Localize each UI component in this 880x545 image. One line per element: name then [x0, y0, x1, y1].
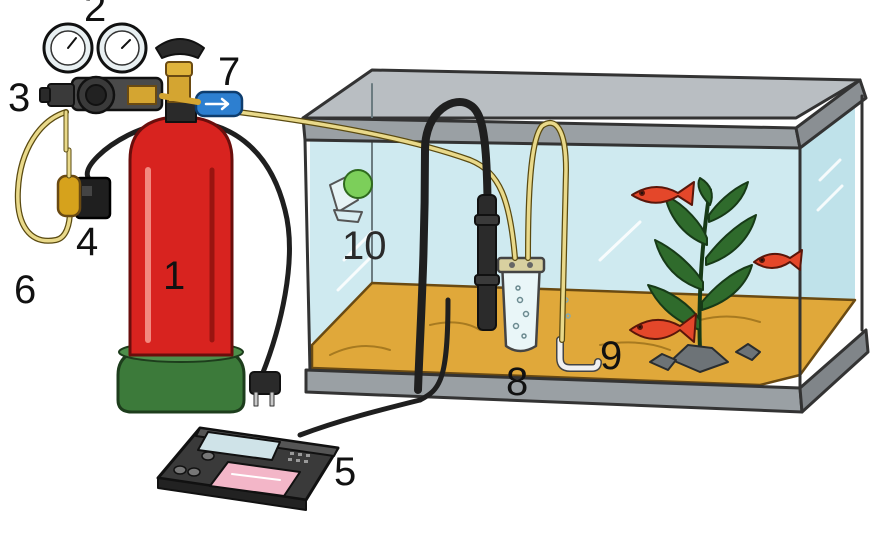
check-valve-icon	[159, 90, 244, 118]
aquarium-rocks	[649, 343, 761, 373]
aquarium-plant	[647, 177, 757, 352]
ph-controller-icon	[156, 426, 340, 511]
power-plug	[249, 371, 281, 407]
label-5: 5	[334, 450, 357, 494]
needle-valve-icon	[39, 83, 75, 107]
fish-3	[629, 313, 697, 343]
fish-1	[631, 181, 695, 206]
diffuser-icon	[556, 297, 602, 372]
aquarium-tank	[301, 68, 870, 414]
pressure-gauge-left	[42, 22, 94, 74]
pressure-gauge-right	[96, 22, 148, 74]
label-7: 7	[218, 50, 241, 94]
label-6: 6	[14, 268, 37, 312]
co2-tubing	[14, 109, 569, 343]
tank-top-back	[301, 68, 862, 120]
pressure-regulator-icon	[42, 22, 205, 115]
drop-checker-icon	[329, 169, 373, 223]
co2-cylinder-icon	[116, 99, 246, 414]
label-1: 1	[163, 254, 186, 298]
fish-2	[753, 249, 803, 271]
label-4: 4	[76, 220, 99, 264]
label-8: 8	[506, 360, 529, 404]
bubble-counter-icon	[56, 109, 82, 218]
co2-reactor-icon	[496, 256, 546, 353]
tank-water-side	[800, 100, 855, 318]
black-hoses	[84, 98, 492, 438]
label-9: 9	[600, 334, 623, 378]
label-2: 2	[84, 0, 107, 30]
label-10: 10	[342, 224, 387, 268]
filter-pipe	[474, 194, 500, 331]
label-3: 3	[8, 76, 31, 120]
